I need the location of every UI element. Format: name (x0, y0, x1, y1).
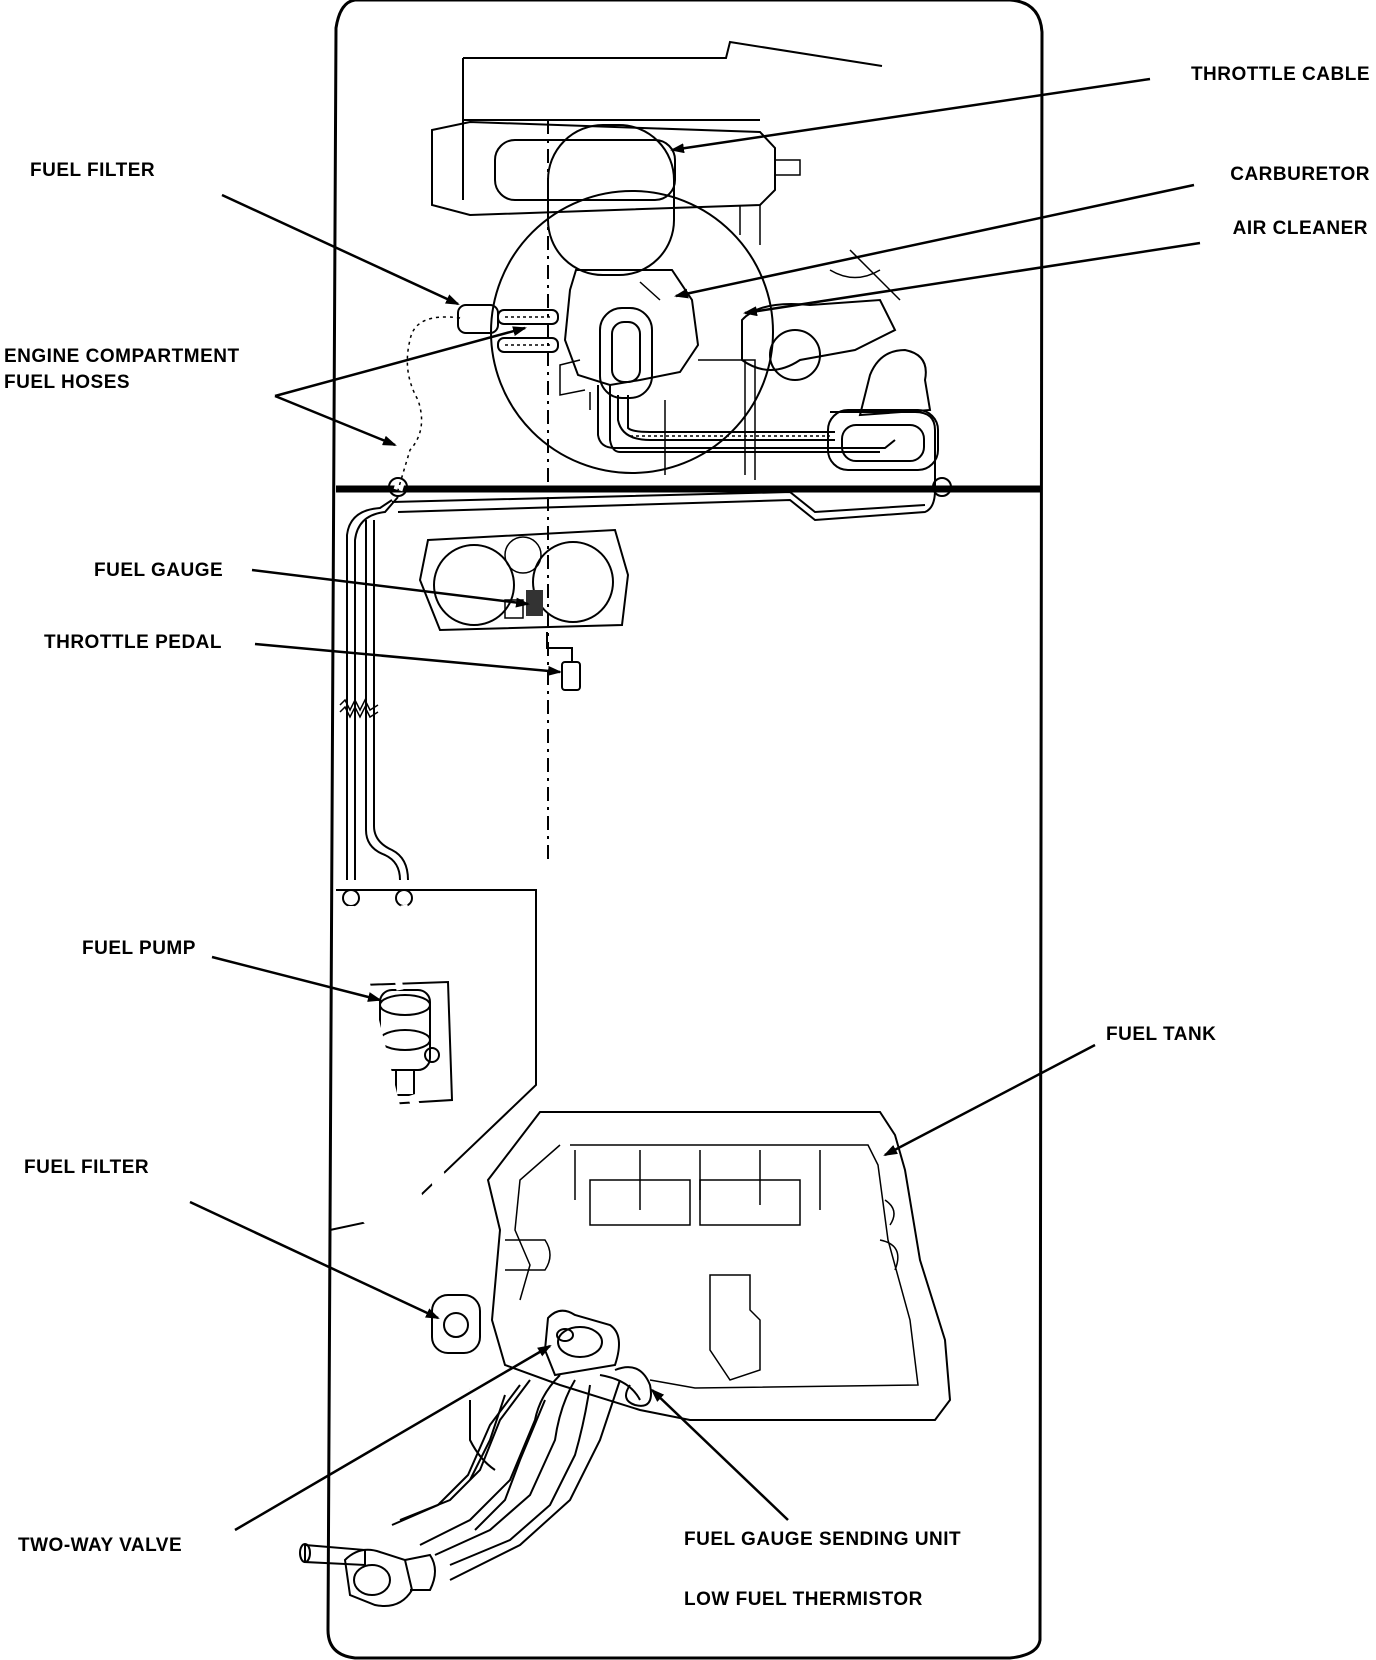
label-carburetor: CARBURETOR (1230, 164, 1370, 185)
engine-hose-bottom (497, 337, 559, 353)
firewall-fitting-right (932, 477, 952, 497)
label-throttle-cable: THROTTLE CABLE (1190, 64, 1370, 85)
line-break-marks (339, 698, 379, 719)
engine-side-detail (739, 159, 801, 245)
rear-fitting-right (395, 889, 413, 907)
label-fuel-filter-top: FUEL FILTER (30, 160, 156, 181)
carburetor-body (559, 269, 700, 410)
fuel-filter-bottom-leader (189, 1200, 440, 1320)
rear-fitting-left (342, 889, 360, 907)
label-fuel-filter-bottom: FUEL FILTER (24, 1157, 150, 1178)
label-low-fuel-thermistor: LOW FUEL THERMISTOR (684, 1589, 923, 1610)
engine-hoses-leader-2 (274, 394, 397, 447)
throttle-cable-line (597, 385, 896, 453)
fuel-tank-leader (883, 1043, 1096, 1157)
fuel-tank (486, 1111, 952, 1421)
throttle-pedal-arm (546, 632, 573, 662)
label-air-cleaner: AIR CLEANER (1232, 218, 1368, 239)
label-fuel-tank: FUEL TANK (1106, 1024, 1217, 1045)
fuel-gauge-indicator (526, 590, 543, 616)
air-intake-duct (741, 298, 897, 371)
label-throttle-pedal: THROTTLE PEDAL (44, 632, 222, 653)
fuel-filter-bottom (431, 1294, 481, 1354)
main-fuel-line-2 (346, 499, 393, 880)
sending-unit-leader (650, 1388, 789, 1521)
intake-ring (769, 329, 821, 381)
fuel-line-firewall (397, 411, 936, 522)
air-cleaner-snorkel (547, 124, 675, 276)
label-engine-compartment: ENGINE COMPARTMENT (4, 346, 240, 367)
fuel-pump-leader (211, 955, 382, 1002)
filler-neck-hoses (391, 1374, 621, 1581)
label-fuel-gauge: FUEL GAUGE (94, 560, 224, 581)
valve-cover (431, 120, 776, 217)
fuel-line-firewall-2 (391, 490, 926, 514)
throttle-pedal-leader (254, 642, 562, 676)
label-two-way-valve: TWO-WAY VALVE (18, 1535, 183, 1556)
label-fuel-pump: FUEL PUMP (82, 938, 196, 959)
label-sending-unit: FUEL GAUGE SENDING UNIT (684, 1529, 962, 1550)
main-fuel-line-3 (365, 520, 401, 881)
two-way-valve-leader (234, 1344, 552, 1532)
carburetor-leader (674, 183, 1195, 299)
throttle-cable-leader (670, 77, 1151, 154)
throttle-pedal (561, 661, 581, 691)
instrument-cluster (418, 528, 630, 632)
fuel-gauge-leader (251, 568, 530, 608)
label-fuel-hoses: FUEL HOSES (4, 372, 131, 393)
main-fuel-line-1 (354, 496, 399, 880)
sending-unit-assembly (543, 1309, 652, 1407)
vehicle-body-outline (326, 0, 1044, 1660)
main-fuel-line-4 (373, 520, 409, 881)
filler-cap (299, 1543, 436, 1607)
supply-line-rear (349, 906, 471, 1397)
fuel-filter-top-leader (221, 193, 460, 306)
air-cleaner-leader (743, 241, 1201, 317)
firewall-fitting-left (388, 477, 408, 497)
engine-hose-top (497, 309, 559, 325)
engine-fuel-hose-right (617, 395, 835, 441)
wiper-bracket (829, 249, 901, 301)
engine-hoses-leader-1 (274, 326, 527, 398)
engine-outline (462, 40, 883, 200)
